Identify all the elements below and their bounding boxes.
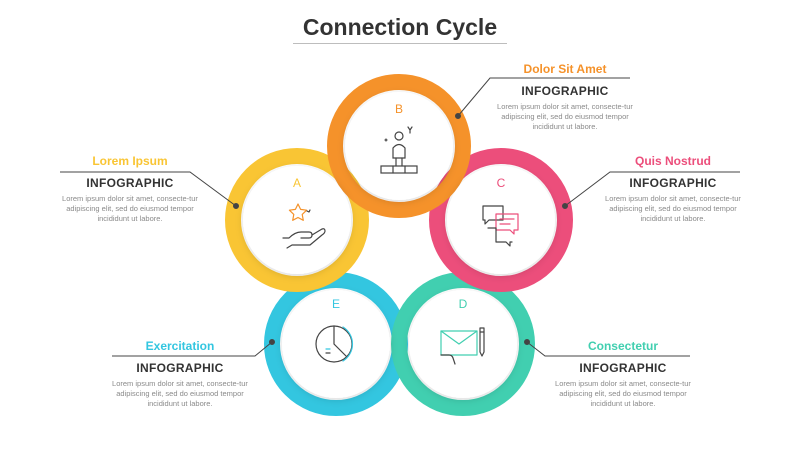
letter-d: D <box>459 297 468 311</box>
letter-b: B <box>395 102 403 116</box>
label-block-a: Lorem Ipsum INFOGRAPHIC Lorem ipsum dolo… <box>60 154 200 224</box>
page-title: Connection Cycle <box>302 14 498 40</box>
ring-a <box>225 148 369 292</box>
connector-b <box>457 77 630 117</box>
label-desc-e: Lorem ipsum dolor sit amet, consecte-tur… <box>112 379 248 408</box>
label-heading-c: Quis Nostrud <box>634 154 711 168</box>
connector-lines <box>60 77 740 357</box>
disc-a <box>243 166 351 274</box>
label-block-c: Quis Nostrud INFOGRAPHIC Lorem ipsum dol… <box>603 154 743 224</box>
label-block-e: Exercitation INFOGRAPHIC Lorem ipsum dol… <box>110 339 250 409</box>
label-block-d: Consectetur INFOGRAPHIC Lorem ipsum dolo… <box>553 339 693 409</box>
disc-d <box>409 290 517 398</box>
label-heading-d: Consectetur <box>587 339 658 353</box>
label-block-b: Dolor Sit Amet INFOGRAPHIC Lorem ipsum d… <box>495 62 635 132</box>
label-desc-a: Lorem ipsum dolor sit amet, consecte-tur… <box>62 194 198 223</box>
ring-b <box>327 74 471 218</box>
label-heading-b: Dolor Sit Amet <box>523 62 607 76</box>
label-sub-e: INFOGRAPHIC <box>136 361 224 375</box>
connector-a <box>60 171 237 207</box>
connector-c <box>564 171 740 207</box>
connector-e <box>112 341 273 357</box>
chat-bubbles-icon <box>482 205 519 247</box>
label-sub-b: INFOGRAPHIC <box>521 84 609 98</box>
label-sub-c: INFOGRAPHIC <box>629 176 717 190</box>
label-heading-e: Exercitation <box>145 339 215 353</box>
ring-c <box>429 148 573 292</box>
letter-a: A <box>293 176 301 190</box>
letter-c: C <box>497 176 506 190</box>
label-sub-d: INFOGRAPHIC <box>579 361 667 375</box>
disc-e <box>282 290 390 398</box>
connector-d <box>526 341 690 357</box>
pie-chart-icon <box>315 325 353 363</box>
title-underline <box>293 43 507 44</box>
envelope-pen-icon <box>440 327 485 365</box>
disc-b <box>345 92 453 200</box>
person-podium-icon <box>380 126 418 174</box>
letter-e: E <box>332 297 340 311</box>
label-desc-b: Lorem ipsum dolor sit amet, consecte-tur… <box>497 102 633 131</box>
label-heading-a: Lorem Ipsum <box>92 154 168 168</box>
label-desc-c: Lorem ipsum dolor sit amet, consecte-tur… <box>605 194 741 223</box>
label-desc-d: Lorem ipsum dolor sit amet, consecte-tur… <box>555 379 691 408</box>
hand-star-icon <box>282 203 326 249</box>
label-sub-a: INFOGRAPHIC <box>86 176 174 190</box>
